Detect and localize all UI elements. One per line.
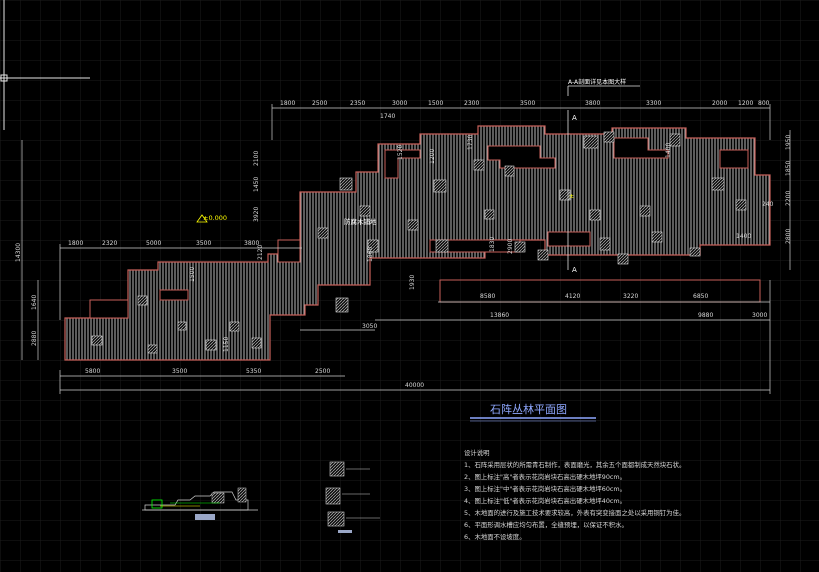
svg-text:13860: 13860 [490, 312, 509, 319]
section-marker-top: A [572, 114, 577, 122]
stone-detail-symbols [325, 461, 380, 533]
svg-text:3500: 3500 [196, 240, 211, 247]
svg-text:1200: 1200 [738, 100, 753, 107]
notes-heading: 设计说明 [464, 448, 490, 457]
svg-text:800: 800 [758, 100, 770, 107]
svg-text:2300: 2300 [464, 100, 479, 107]
svg-text:3500: 3500 [172, 368, 187, 375]
note-item: 3、图上标注"中"者表示花岗岩块石高出硬木地坪60cm。 [464, 484, 626, 493]
svg-text:2800: 2800 [785, 229, 792, 244]
svg-text:240: 240 [762, 201, 774, 208]
svg-text:±: ± [569, 193, 574, 200]
drawing-title-text: 石阵丛林平面图 [490, 402, 567, 416]
svg-text:8580: 8580 [480, 293, 495, 300]
svg-text:2000: 2000 [712, 100, 727, 107]
svg-text:2880: 2880 [31, 331, 38, 346]
section-marker-right: A [572, 266, 577, 274]
svg-text:6850: 6850 [693, 293, 708, 300]
svg-text:3920: 3920 [253, 207, 260, 222]
svg-text:40000: 40000 [405, 382, 424, 389]
note-item: 6、平面形调水槽应均匀布置，全缝预埋，以保证不积水。 [464, 520, 628, 529]
section-line-a [567, 85, 640, 270]
svg-text:3800: 3800 [244, 240, 259, 247]
svg-text:1740: 1740 [380, 113, 395, 120]
svg-text:1830: 1830 [489, 237, 496, 252]
svg-text:4120: 4120 [565, 293, 580, 300]
svg-text:5800: 5800 [85, 368, 100, 375]
svg-text:2120: 2120 [257, 245, 264, 260]
svg-text:1640: 1640 [31, 295, 38, 310]
elevation-label: ±0.000 [203, 214, 227, 222]
svg-text:1860: 1860 [367, 247, 374, 262]
svg-text:14300: 14300 [15, 243, 22, 262]
design-notes: 设计说明 1、石阵采用层状的所需青石制作，表面磨光，其余五个面都制成天然块石状。… [464, 448, 685, 541]
svg-text:2900: 2900 [507, 239, 514, 254]
svg-text:1850: 1850 [785, 161, 792, 176]
crosshair-cursor [0, 0, 90, 130]
elevation-marker: ±0.000 ± [196, 193, 574, 223]
svg-text:1500: 1500 [428, 100, 443, 107]
svg-text:1400: 1400 [665, 143, 672, 158]
section-label: A-A剖面详见本图大样 [568, 78, 626, 86]
dimension-labels: 1800 2500 2350 3000 1500 2300 3500 3800 … [15, 100, 792, 389]
svg-text:1800: 1800 [280, 100, 295, 107]
svg-text:1950: 1950 [785, 135, 792, 150]
svg-text:2200: 2200 [785, 191, 792, 206]
svg-text:1150: 1150 [223, 337, 230, 352]
svg-text:3000: 3000 [392, 100, 407, 107]
svg-text:1730: 1730 [467, 135, 474, 150]
note-item: 1、石阵采用层状的所需青石制作，表面磨光，其余五个面都制成天然块石状。 [464, 460, 685, 469]
svg-text:2100: 2100 [253, 151, 260, 166]
deck-label: 防腐木铺地 [344, 217, 377, 226]
svg-text:3800: 3800 [585, 100, 600, 107]
svg-text:1400: 1400 [736, 233, 751, 240]
svg-text:1800: 1800 [68, 240, 83, 247]
deck-voids [89, 137, 749, 319]
drawing-title: 石阵丛林平面图 [470, 402, 596, 422]
note-item: 6、木地面不设坡度。 [464, 532, 526, 541]
svg-text:2320: 2320 [102, 240, 117, 247]
svg-text:5000: 5000 [146, 240, 161, 247]
svg-text:3050: 3050 [362, 323, 377, 330]
svg-text:2500: 2500 [315, 368, 330, 375]
stone-blocks [91, 131, 747, 354]
dimension-lines [21, 104, 791, 394]
note-item: 4、图上标注"低"者表示花岗岩块石高出硬木地坪40cm。 [464, 496, 626, 505]
deck-plan[interactable]: ±0.000 ± 防腐木铺地 A-A剖面详见本图大样 A A [64, 78, 771, 361]
svg-text:3220: 3220 [623, 293, 638, 300]
svg-text:3300: 3300 [646, 100, 661, 107]
svg-text:1520: 1520 [397, 145, 404, 160]
svg-text:9880: 9880 [698, 312, 713, 319]
section-detail-drawing [142, 487, 258, 520]
svg-text:2500: 2500 [312, 100, 327, 107]
svg-text:5350: 5350 [246, 368, 261, 375]
note-item: 5、木地面的进行及施工技术要求较高，外表有突变接面之处以采用铜钉为佳。 [464, 508, 685, 517]
svg-text:1500: 1500 [189, 267, 196, 282]
svg-text:3000: 3000 [752, 312, 767, 319]
svg-text:1930: 1930 [409, 275, 416, 290]
svg-text:1450: 1450 [253, 177, 260, 192]
note-item: 2、图上标注"高"者表示花岗岩块石高出硬木地坪90cm。 [464, 472, 626, 481]
svg-text:3500: 3500 [520, 100, 535, 107]
svg-text:2350: 2350 [350, 100, 365, 107]
svg-text:1200: 1200 [429, 149, 436, 164]
